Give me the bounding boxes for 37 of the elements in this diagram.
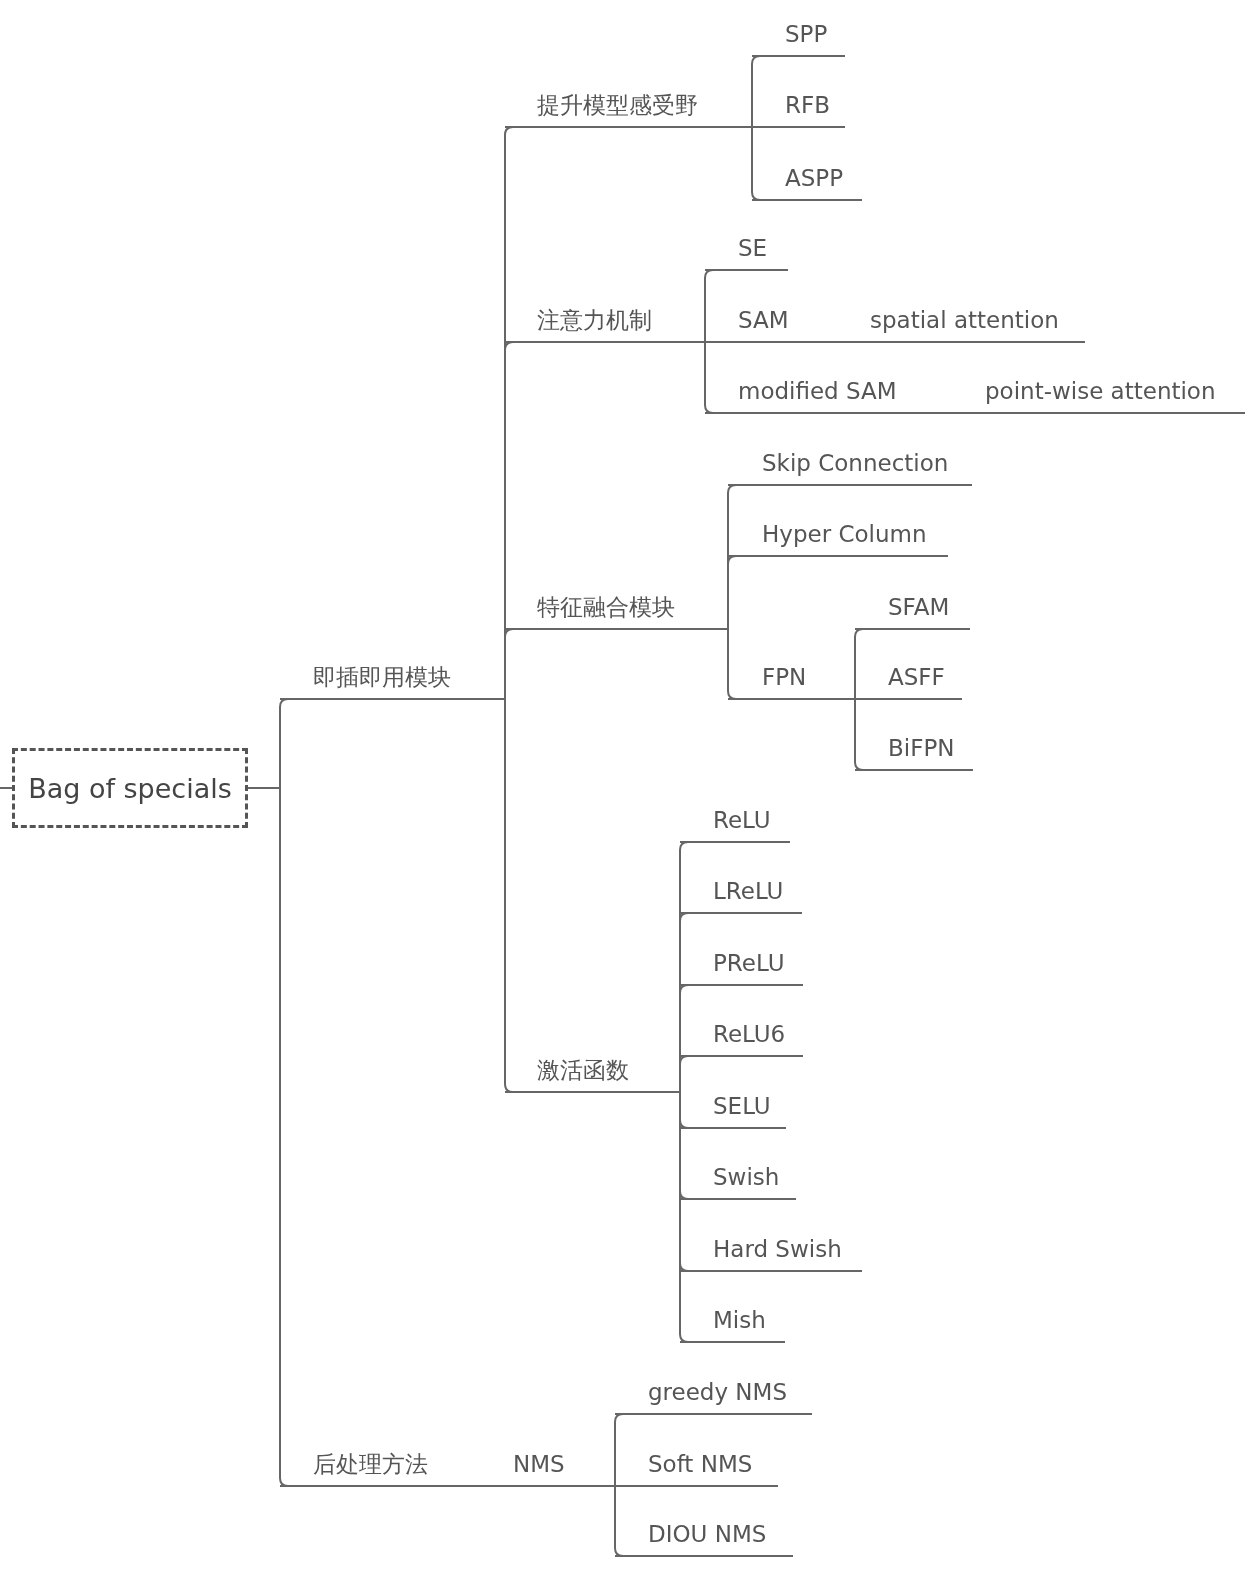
topic-label: modified SAM: [705, 374, 966, 414]
topic-label: Swish: [680, 1160, 796, 1200]
topic-label: FPN: [728, 660, 830, 700]
topic-label: LReLU: [680, 874, 802, 914]
dashed-root-box: Bag of specials: [12, 748, 248, 828]
topic-label: 注意力机制: [505, 303, 680, 343]
topic-label: spatial attention: [856, 303, 1085, 343]
topic-label: 即插即用模块: [280, 660, 480, 700]
topic-label: Skip Connection: [728, 446, 972, 486]
connector-line: [0, 787, 13, 789]
topic-label: SPP: [752, 17, 845, 57]
topic-label: DIOU NMS: [615, 1517, 793, 1557]
topic-label: greedy NMS: [615, 1375, 812, 1415]
topic-label: ReLU6: [680, 1017, 803, 1057]
connector-line: [454, 1485, 464, 1487]
topic-label: 特征融合模块: [505, 590, 704, 630]
topic-label: 后处理方法: [280, 1447, 455, 1487]
topic-label: ReLU: [680, 803, 790, 843]
topic-label: point-wise attention: [974, 374, 1245, 414]
topic-label: ASPP: [752, 161, 862, 201]
topic-label: Mish: [680, 1303, 785, 1343]
topic-label: RFB: [752, 88, 845, 128]
connector-line: [965, 412, 975, 414]
topic-label: Soft NMS: [615, 1447, 778, 1487]
topic-label: 激活函数: [505, 1053, 656, 1093]
topic-label: Hard Swish: [680, 1232, 862, 1272]
topic-label: NMS: [463, 1447, 590, 1487]
topic-label: SE: [705, 231, 788, 271]
topic-label: SAM: [705, 303, 848, 343]
topic-label: ASFF: [855, 660, 962, 700]
topic-label: SELU: [680, 1089, 786, 1129]
topic-label: Hyper Column: [728, 517, 948, 557]
topic-label: SFAM: [855, 590, 970, 630]
topic-label: PReLU: [680, 946, 803, 986]
connector-line: [847, 341, 857, 343]
topic-label: BiFPN: [855, 731, 973, 771]
topic-label: 提升模型感受野: [505, 88, 726, 128]
